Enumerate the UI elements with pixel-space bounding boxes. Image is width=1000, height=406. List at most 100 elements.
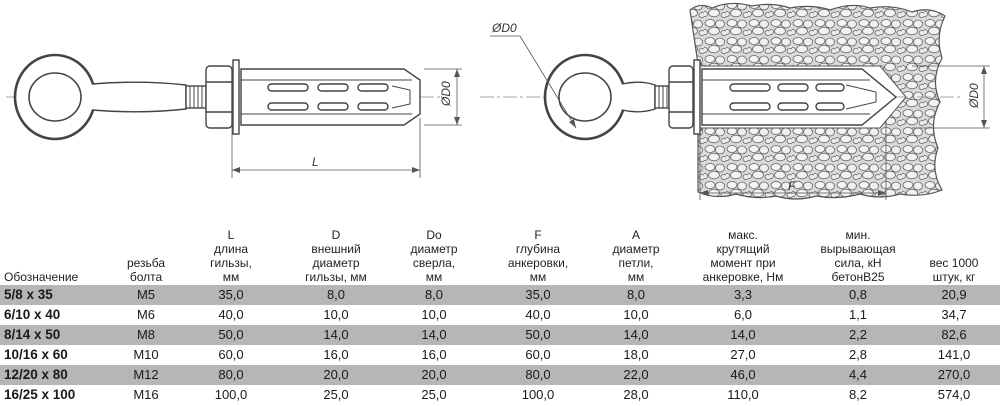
table-cell: 0,8 [808, 285, 908, 305]
header-line: A [631, 228, 640, 242]
header-line: длина [213, 242, 248, 256]
table-cell: 1,1 [848, 307, 868, 322]
header-line: сила, кН [834, 256, 882, 270]
header-line: вырывающая [820, 242, 896, 256]
table-cell: M5 [116, 285, 176, 305]
row-designation: 12/20 x 80 [0, 365, 116, 385]
table-cell: 25,0 [323, 387, 349, 402]
header-line: Обозначение [4, 270, 79, 284]
table-cell: 14,0 [594, 325, 678, 345]
header-line: F [534, 228, 542, 242]
header-line: момент при [710, 256, 776, 270]
table-cell: 8,0 [386, 285, 482, 305]
header-line: D [331, 228, 341, 242]
table-cell: 110,0 [727, 387, 759, 402]
bolt-thread [185, 85, 207, 109]
anchoring-depth-label: F [788, 179, 796, 193]
header-line: диаметр [612, 242, 660, 256]
table-cell: 100,0 [521, 387, 555, 402]
row-designation: 8/14 x 50 [0, 325, 116, 345]
header-line: крутящий [716, 242, 770, 256]
table-cell: 6,0 [733, 307, 753, 322]
table-cell: 20,0 [386, 365, 482, 385]
outer-diameter-label: ØD0 [439, 81, 453, 107]
header-line: диаметр [410, 242, 458, 256]
table-cell: 16,0 [323, 347, 349, 362]
table-cell: 20,0 [286, 365, 386, 385]
table-cell: 50,0 [176, 325, 286, 345]
table-cell: 60,0 [525, 347, 551, 362]
row-designation: 6/10 x 40 [4, 307, 61, 322]
row-designation: 10/16 x 60 [4, 347, 68, 362]
header-line: мм [627, 270, 645, 284]
header-line: мм [222, 270, 240, 284]
table-cell: 80,0 [482, 365, 594, 385]
row-designation: 16/25 x 100 [4, 387, 76, 402]
header-line: гильзы, мм [305, 270, 367, 284]
table-cell: 28,0 [623, 387, 649, 402]
table-cell: 10,0 [623, 307, 649, 322]
left-dimensions [231, 68, 462, 178]
table-cell: 3,3 [678, 285, 808, 305]
table-cell: 18,0 [623, 347, 649, 362]
table-cell: 20,9 [908, 285, 1000, 305]
table-cell: 14,0 [678, 325, 808, 345]
right-anchor-view [480, 53, 960, 141]
table-cell: 270,0 [908, 365, 1000, 385]
row-designation: 5/8 x 35 [0, 285, 116, 305]
header-line: мин. [845, 228, 871, 242]
table-cell: 141,0 [937, 347, 971, 362]
header-line: внешний [311, 242, 361, 256]
table-cell: M16 [133, 387, 159, 402]
table-cell: 10,0 [421, 307, 447, 322]
table-cell: M12 [116, 365, 176, 385]
table-cell: 27,0 [730, 347, 756, 362]
table-cell: 10,0 [323, 307, 349, 322]
header-line: анкеровки, [507, 256, 569, 270]
table-cell: M8 [116, 325, 176, 345]
table-cell: 22,0 [594, 365, 678, 385]
header-line: макс. [728, 228, 758, 242]
table-cell: 25,0 [421, 387, 447, 402]
header-line: сверла, [412, 256, 456, 270]
table-cell: 40,0 [218, 307, 244, 322]
table-cell: M10 [133, 347, 159, 362]
header-line: анкеровке, Нм [702, 270, 784, 284]
header-line: штук, кг [932, 270, 976, 284]
table-cell: 46,0 [678, 365, 808, 385]
table-cell: 40,0 [525, 307, 551, 322]
table-cell: 100,0 [214, 387, 248, 402]
header-line: вес 1000 [929, 256, 979, 270]
header-line: бетонB25 [831, 270, 885, 284]
expanded-sleeve [701, 68, 898, 126]
table-cell: 8,2 [848, 387, 868, 402]
eye-diameter-label: ØD0 [491, 21, 517, 35]
column-header-designation: Обозначение [0, 206, 116, 285]
table-cell: 50,0 [482, 325, 594, 345]
table-cell: 60,0 [218, 347, 244, 362]
header-line: диаметр [312, 256, 360, 270]
table-cell: 16,0 [421, 347, 447, 362]
table-cell: 80,0 [176, 365, 286, 385]
nut-installed [668, 65, 694, 129]
table-cell: 2,2 [808, 325, 908, 345]
header-line: глубина [515, 242, 561, 256]
table-cell: M6 [136, 307, 156, 322]
expansion-sleeve [240, 68, 421, 126]
header-line: мм [425, 270, 443, 284]
header-line: мм [529, 270, 547, 284]
